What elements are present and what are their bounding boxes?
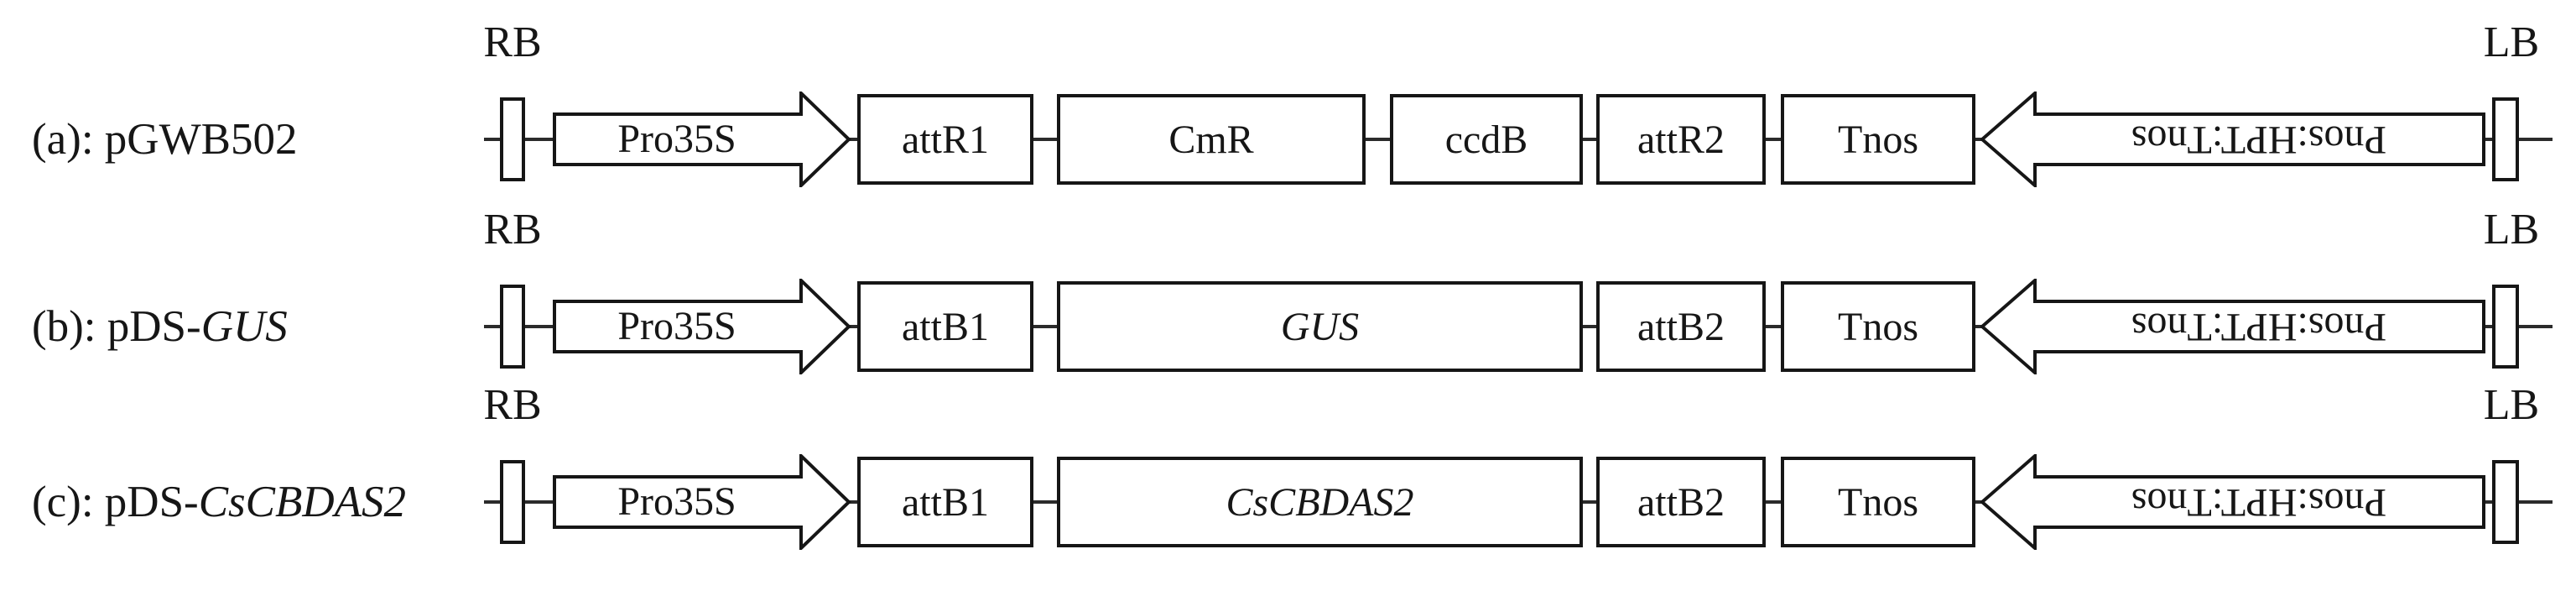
element-box-attR2: attR2	[1596, 94, 1766, 185]
element-label: ccdB	[1444, 117, 1528, 162]
construct-name-prefix: (a): pGWB502	[32, 115, 298, 164]
left-border-marker	[2492, 97, 2519, 181]
left-border-label: LB	[2483, 381, 2540, 429]
hpt-cassette-label: Pnos:HPT:Tnos	[2131, 118, 2387, 162]
construct-name-label: (c): pDS-CsCBDAS2	[32, 470, 406, 534]
right-border-label: RB	[483, 18, 542, 66]
promoter-arrow-icon	[553, 92, 851, 187]
element-label: attB2	[1637, 479, 1725, 525]
element-box-ccdB: ccdB	[1390, 94, 1583, 185]
element-box-CmR: CmR	[1057, 94, 1366, 185]
element-label: Tnos	[1838, 117, 1918, 162]
element-box-attB1: attB1	[857, 281, 1033, 372]
element-box-GUS: GUS	[1057, 281, 1583, 372]
element-box-attR1: attR1	[857, 94, 1033, 185]
element-label: attR1	[902, 117, 989, 162]
left-border-marker	[2492, 460, 2519, 544]
element-label: attB2	[1637, 304, 1725, 349]
promoter-label: Pro35S	[617, 479, 736, 524]
element-label: attR2	[1637, 117, 1725, 162]
construct-name-prefix: (c): pDS-	[32, 478, 199, 526]
element-label: Tnos	[1838, 304, 1918, 349]
promoter-arrow-icon	[553, 454, 851, 550]
element-box-attB2: attB2	[1596, 281, 1766, 372]
left-border-label: LB	[2483, 206, 2540, 254]
hpt-cassette-arrow-icon	[1980, 279, 2485, 374]
right-border-marker	[500, 460, 525, 544]
element-box-attB2: attB2	[1596, 457, 1766, 547]
element-box-Tnos: Tnos	[1781, 94, 1975, 185]
right-border-label: RB	[483, 381, 542, 429]
element-label: attB1	[902, 304, 989, 349]
construct-name-prefix: (b): pDS-	[32, 302, 201, 351]
promoter-label: Pro35S	[617, 117, 736, 161]
construct-row-c: (c): pDS-CsCBDAS2 RB Pro35S attB1 CsCBDA…	[0, 363, 2576, 591]
hpt-cassette-label: Pnos:HPT:Tnos	[2131, 305, 2387, 349]
element-box-Tnos: Tnos	[1781, 281, 1975, 372]
element-box-Tnos: Tnos	[1781, 457, 1975, 547]
element-label: CmR	[1168, 117, 1254, 162]
element-box-attB1: attB1	[857, 457, 1033, 547]
construct-name-label: (b): pDS-GUS	[32, 295, 288, 358]
right-border-marker	[500, 285, 525, 369]
element-label: attB1	[902, 479, 989, 525]
hpt-cassette-label: Pnos:HPT:Tnos	[2131, 480, 2387, 525]
element-box-CsCBDAS2: CsCBDAS2	[1057, 457, 1583, 547]
element-label: CsCBDAS2	[1226, 479, 1414, 525]
right-border-label: RB	[483, 206, 542, 254]
element-label: Tnos	[1838, 479, 1918, 525]
construct-name-label: (a): pGWB502	[32, 107, 297, 171]
element-label: GUS	[1280, 304, 1360, 349]
hpt-cassette-arrow-icon	[1980, 92, 2485, 187]
right-border-marker	[500, 97, 525, 181]
construct-name-italic: CsCBDAS2	[198, 478, 407, 526]
promoter-arrow-icon	[553, 279, 851, 374]
construct-row-b: (b): pDS-GUS RB Pro35S attB1 GUS attB2 T…	[0, 187, 2576, 416]
construct-name-italic: GUS	[200, 302, 288, 351]
construct-row-a: (a): pGWB502 RB Pro35S attR1 CmR ccdB at…	[0, 0, 2576, 228]
left-border-label: LB	[2483, 18, 2540, 66]
promoter-label: Pro35S	[617, 304, 736, 348]
hpt-cassette-arrow-icon	[1980, 454, 2485, 550]
left-border-marker	[2492, 285, 2519, 369]
